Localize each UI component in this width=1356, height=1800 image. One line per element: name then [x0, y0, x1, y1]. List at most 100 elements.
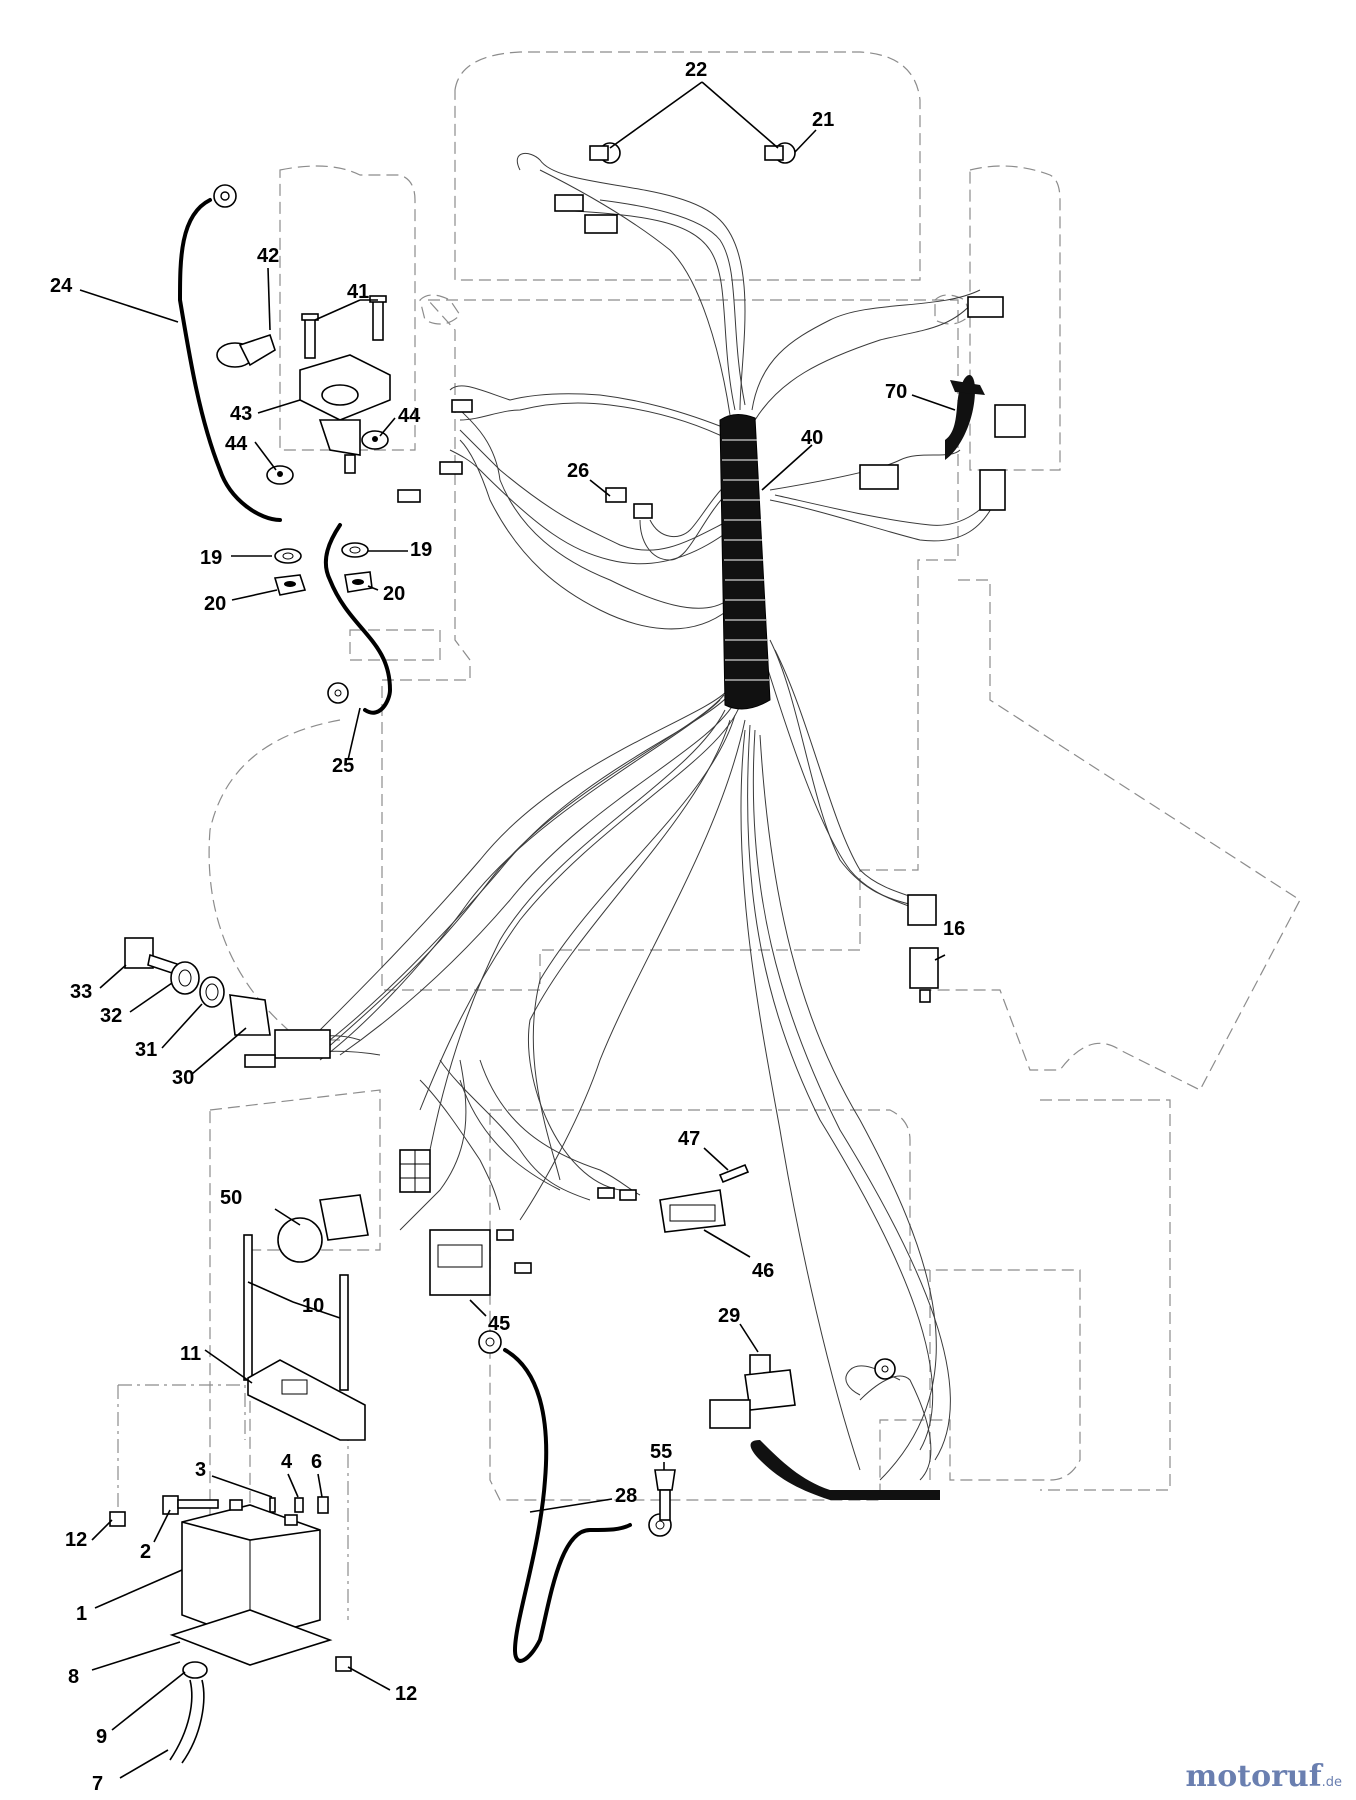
- ring-terminal-25: [327, 682, 349, 704]
- connector-top-2: [584, 214, 618, 234]
- harness-loom-29: [750, 1440, 940, 1500]
- callout-55: 55: [650, 1441, 672, 1463]
- terminal-b: [619, 1189, 637, 1201]
- switch-16: [907, 894, 939, 1003]
- washer-19-left: [274, 548, 302, 564]
- callout-50: 50: [220, 1187, 242, 1209]
- callout-2: 2: [140, 1541, 151, 1563]
- cable-25: [323, 523, 393, 715]
- connector-top-1: [554, 194, 584, 212]
- parts: [109, 142, 1026, 1764]
- connector-70-d: [979, 469, 1006, 511]
- nut-20-left: [273, 574, 307, 596]
- battery-cables: [177, 198, 632, 1663]
- callout-31: 31: [135, 1039, 157, 1061]
- hour-meter-46: [659, 1189, 726, 1233]
- terminal-a: [597, 1187, 615, 1199]
- nut-12-right: [335, 1656, 352, 1672]
- callout-29: 29: [718, 1305, 740, 1327]
- ignition-switch-30: [229, 994, 331, 1068]
- callout-40: 40: [801, 427, 823, 449]
- callout-26: 26: [567, 460, 589, 482]
- callout-47: 47: [678, 1128, 700, 1150]
- callout-20-right: 20: [383, 583, 405, 605]
- callout-45: 45: [488, 1313, 510, 1335]
- nut-44-left: [266, 465, 294, 485]
- ring-terminal-29: [874, 1358, 896, 1380]
- tray-8: [169, 1609, 333, 1666]
- nut-31: [199, 976, 225, 1008]
- callout-4: 4: [281, 1451, 293, 1473]
- cable-24: [177, 198, 282, 522]
- callout-16: 16: [943, 918, 965, 940]
- clamp-9: [182, 1661, 208, 1679]
- callout-41: 41: [347, 281, 369, 303]
- connector-left-3: [397, 489, 421, 503]
- callout-70: 70: [885, 381, 907, 403]
- washer-19-right: [341, 542, 369, 558]
- nut-20-right: [344, 571, 373, 593]
- callout-33: 33: [70, 981, 92, 1003]
- watermark-suffix: .de: [1321, 1775, 1342, 1790]
- callout-19-left: 19: [200, 547, 222, 569]
- hold-down-11: [247, 1359, 366, 1441]
- callout-11: 11: [180, 1343, 201, 1365]
- nut-12-left: [109, 1511, 126, 1527]
- connector-8pin: [399, 1149, 431, 1193]
- rod-10-left: [243, 1234, 253, 1381]
- bezel-32: [170, 961, 200, 995]
- callout-30: 30: [172, 1067, 194, 1089]
- washer-4: [294, 1497, 304, 1513]
- callout-24: 24: [50, 275, 73, 297]
- connector-70-b: [994, 404, 1026, 438]
- nut-6: [317, 1496, 329, 1514]
- terminal-c: [496, 1229, 514, 1241]
- callout-25: 25: [332, 755, 354, 777]
- terminal-d: [514, 1262, 532, 1274]
- switch-29: [744, 1354, 796, 1411]
- callout-44-right: 44: [398, 405, 421, 427]
- watermark: motoruf.de: [1185, 1759, 1342, 1794]
- connector-left-1: [451, 399, 473, 413]
- leader-lines: [79, 81, 956, 1779]
- callout-20-left: 20: [204, 593, 226, 615]
- fuse-26: [605, 487, 653, 519]
- connector-left-2: [439, 461, 463, 475]
- bulb-22-left: [589, 142, 621, 164]
- callout-12-left: 12: [65, 1529, 87, 1551]
- watermark-text: motoruf: [1185, 1759, 1322, 1794]
- gauge-45: [429, 1229, 491, 1296]
- ring-terminal-28a: [478, 1330, 502, 1354]
- callout-28: 28: [615, 1485, 637, 1507]
- solenoid-43: [299, 354, 391, 474]
- bulb-22-right: [764, 142, 796, 164]
- callout-32: 32: [100, 1005, 122, 1027]
- ring-terminal-24: [213, 184, 237, 208]
- callout-7: 7: [92, 1773, 103, 1795]
- callout-46: 46: [752, 1260, 774, 1282]
- callout-10: 10: [302, 1295, 324, 1317]
- harness-loom-40: [719, 414, 771, 710]
- callout-19-right: 19: [410, 539, 432, 561]
- nut-44-right: [361, 430, 389, 450]
- bolt-41-left: [301, 313, 319, 359]
- boot-42: [216, 333, 276, 368]
- callout-21: 21: [812, 109, 834, 131]
- callout-labels: 22 21 24 42 41 43 44 44 19 19 20 20 25 7…: [50, 59, 965, 1795]
- switch-50: [277, 1194, 369, 1263]
- callout-1: 1: [76, 1603, 87, 1625]
- bolt-41-right: [369, 295, 387, 341]
- callout-9: 9: [96, 1726, 107, 1748]
- key-33: [124, 937, 181, 977]
- cable-28: [503, 1348, 632, 1663]
- callout-12-right: 12: [395, 1683, 417, 1705]
- callout-3: 3: [195, 1459, 206, 1481]
- callout-43: 43: [230, 403, 252, 425]
- rod-10-right: [339, 1274, 349, 1391]
- connector-70-c: [859, 464, 899, 490]
- callout-44-left: 44: [225, 433, 248, 455]
- callout-8: 8: [68, 1666, 79, 1688]
- battery-1: [181, 1499, 321, 1641]
- wiring-harness: [279, 152, 1001, 1481]
